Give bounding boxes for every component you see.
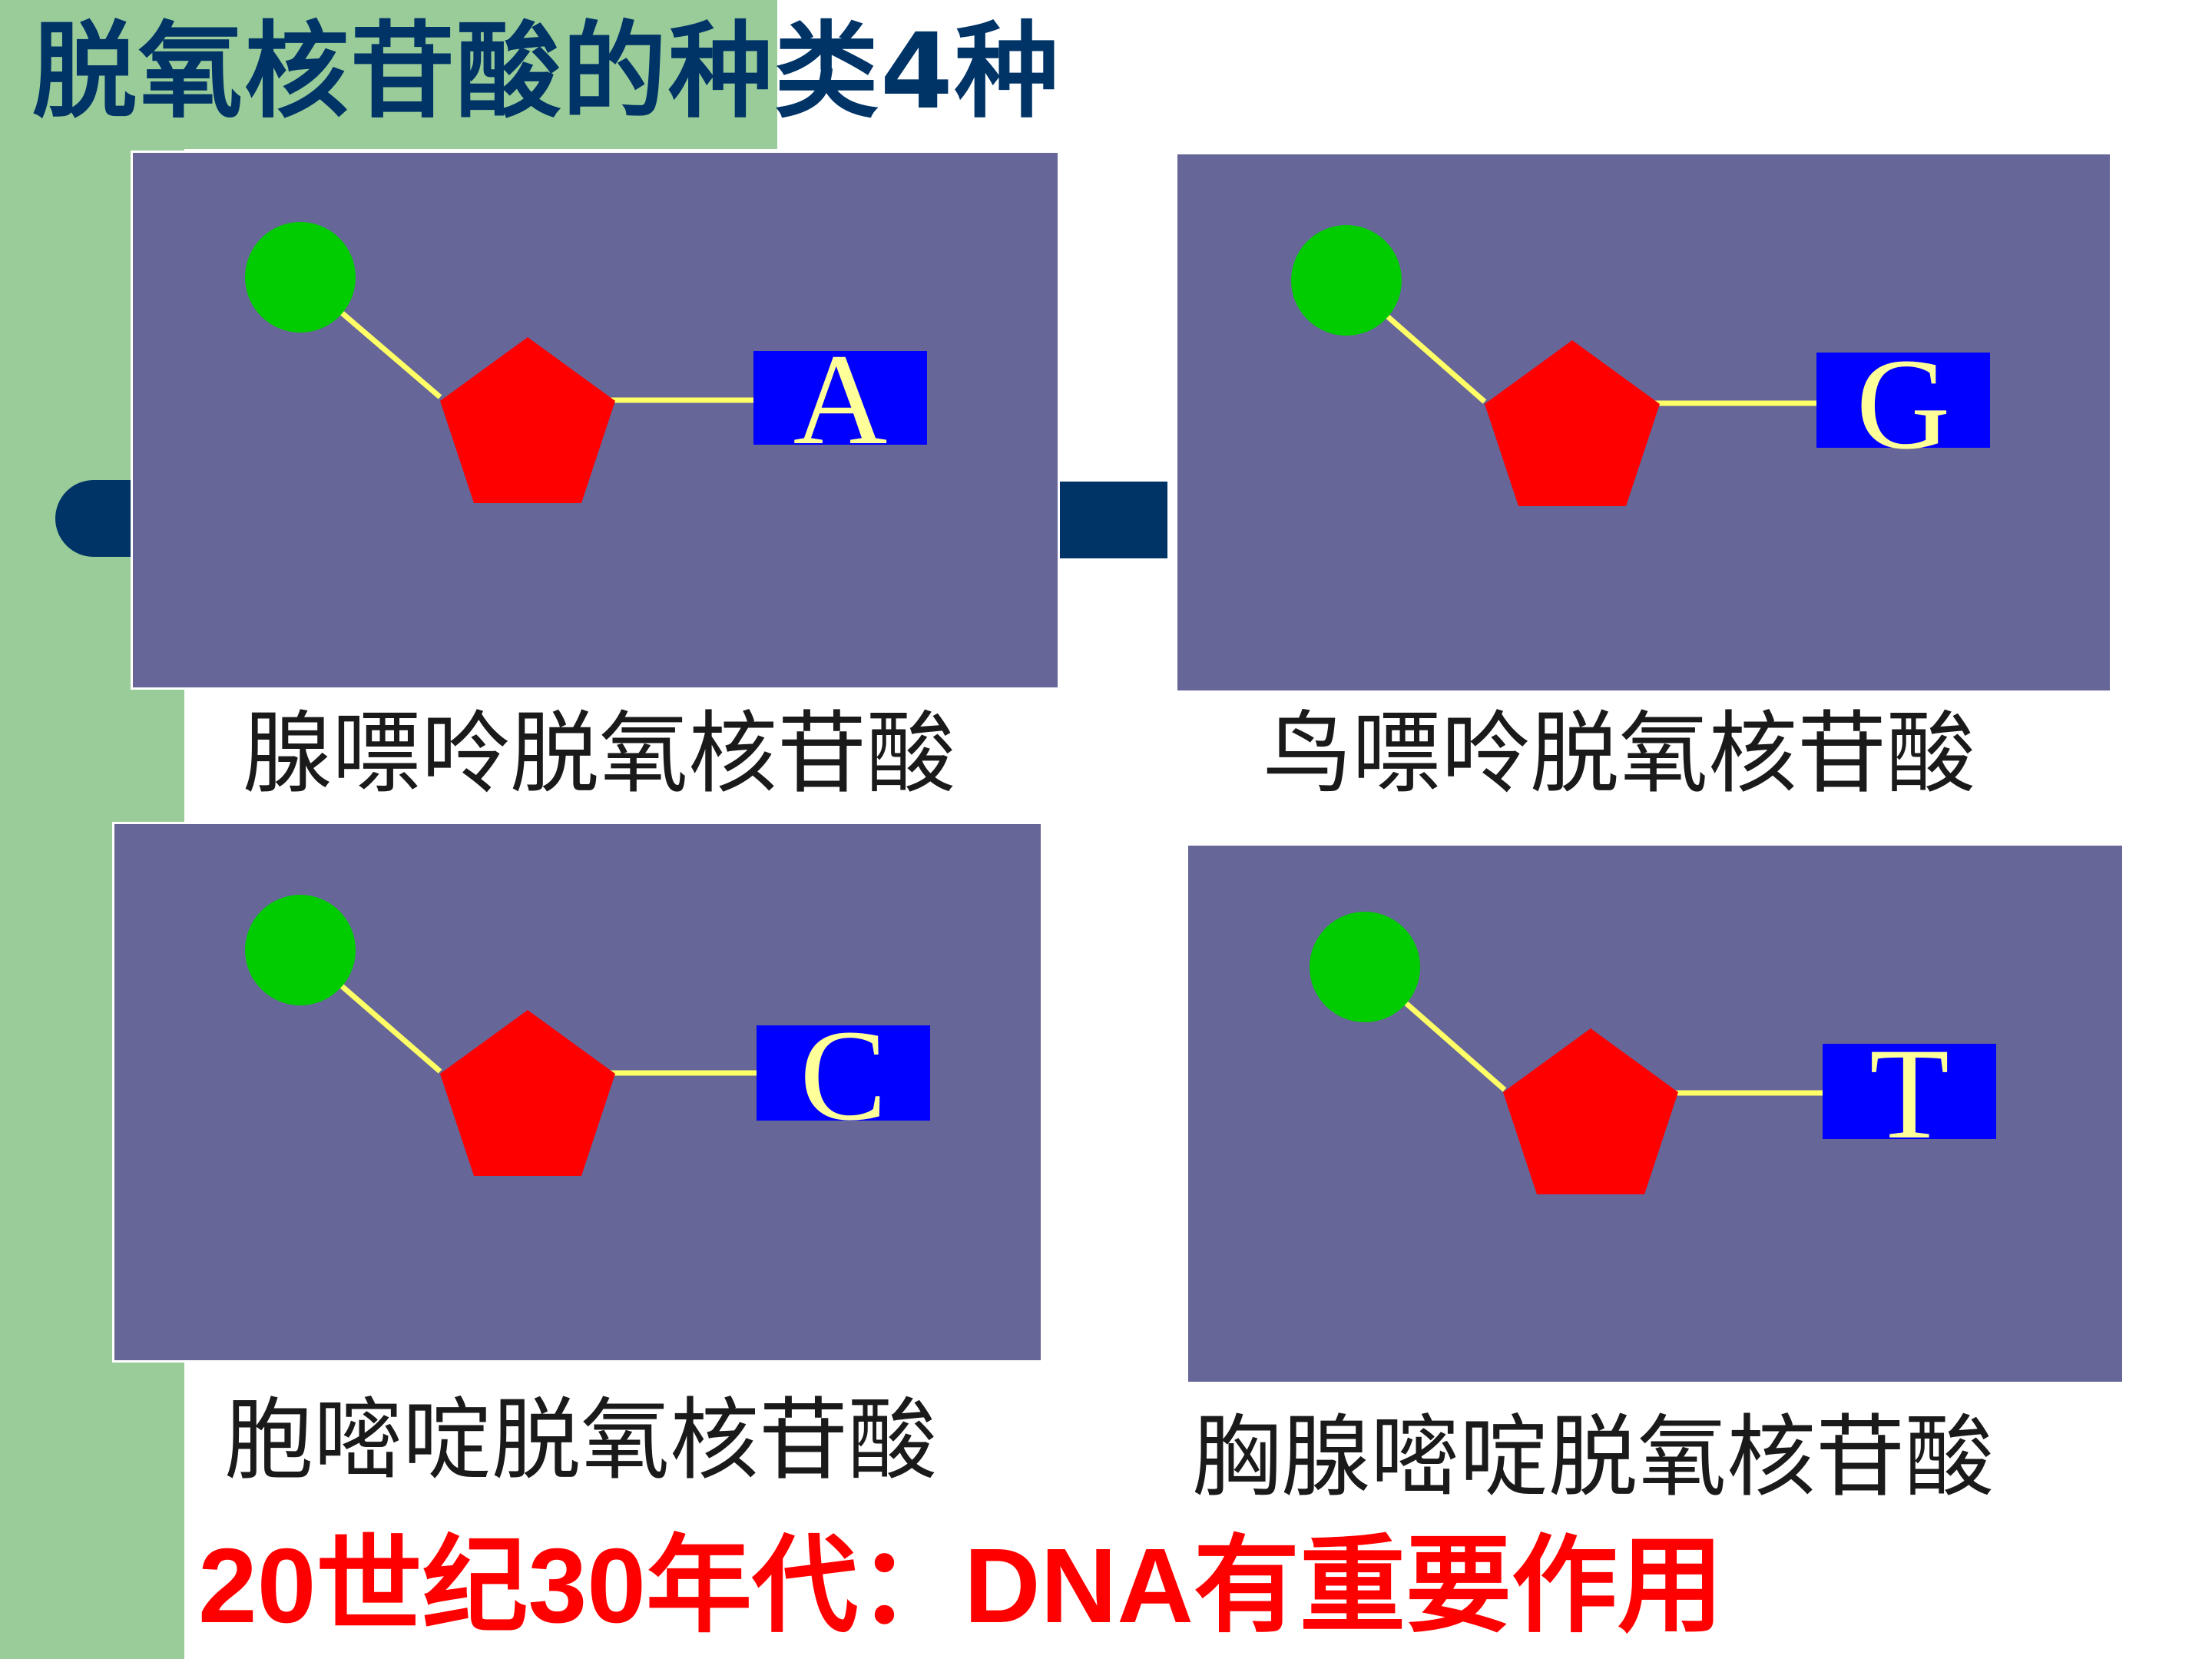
base-box <box>1823 1044 1996 1139</box>
nucleotide-panel-a: A <box>131 151 1060 690</box>
base-box <box>753 351 927 445</box>
phosphate-circle <box>1310 912 1420 1022</box>
nucleotide-panel-c: C <box>112 822 1043 1363</box>
base-letter: A <box>793 327 888 472</box>
base-letter: T <box>1869 1022 1949 1166</box>
nucleotide-label-g: 鸟嘌呤脱氧核苷酸 <box>1263 702 1975 806</box>
nucleotide-label-a: 腺嘌呤脱氧核苷酸 <box>243 702 955 806</box>
deoxyribose-pentagon <box>440 1010 615 1176</box>
phosphate-circle <box>245 895 356 1005</box>
phosphate-circle <box>245 222 356 333</box>
nucleotide-label-c: 胞嘧啶脱氧核苷酸 <box>224 1389 937 1492</box>
footer-note: 20世纪30年代：DNA有重要作用 <box>198 1527 1724 1645</box>
nucleotide-panel-g: G <box>1175 152 2112 693</box>
nucleotide-label-t: 胸腺嘧啶脱氧核苷酸 <box>1192 1406 1994 1509</box>
nucleotide-diagram-t: T <box>1310 912 1996 1194</box>
deoxyribose-pentagon <box>1485 340 1660 506</box>
nucleotide-diagram-c: C <box>245 895 930 1176</box>
nucleotide-diagram-a: A <box>245 222 927 503</box>
nucleotide-diagram-g: G <box>1291 225 1990 506</box>
phosphate-circle <box>1291 225 1402 336</box>
slide-title: 脱氧核苷酸的种类4种 <box>32 12 1061 133</box>
base-letter: G <box>1856 332 1951 476</box>
base-letter: C <box>800 1003 886 1147</box>
base-box <box>1816 353 1990 448</box>
title-background <box>0 0 777 149</box>
nucleotide-panel-t: T <box>1186 843 2124 1384</box>
deoxyribose-pentagon <box>440 337 615 503</box>
deoxyribose-pentagon <box>1503 1028 1678 1194</box>
base-box <box>757 1025 930 1121</box>
middle-connector-shape <box>1052 482 1167 558</box>
